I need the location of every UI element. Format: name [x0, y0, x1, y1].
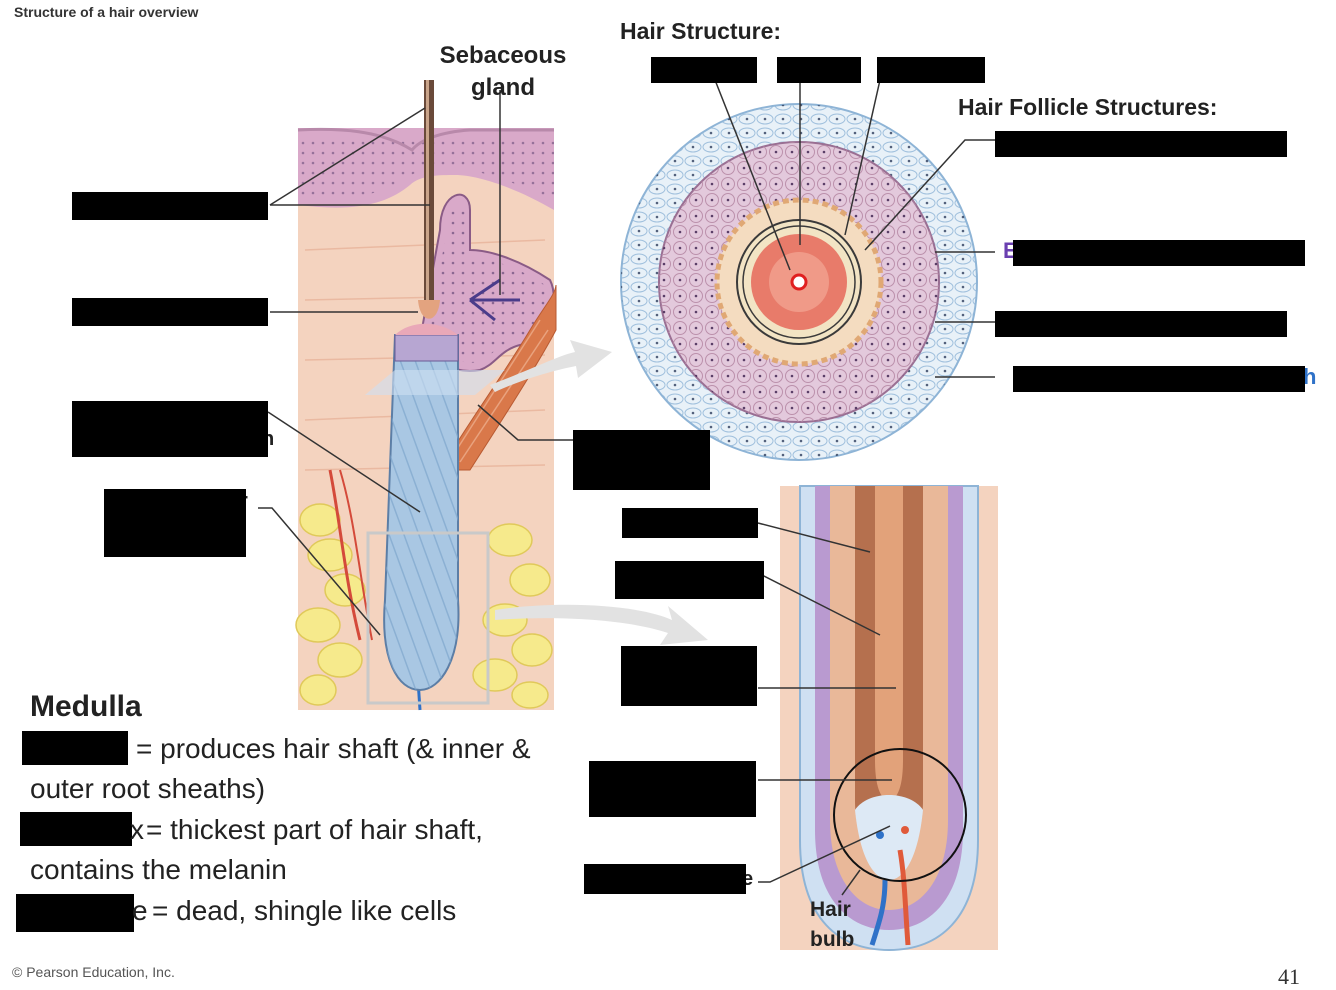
redacted-label-box: [777, 57, 861, 83]
copyright-notice: © Pearson Education, Inc.: [12, 964, 175, 980]
slide-title: Structure of a hair overview: [14, 4, 199, 20]
notes-line-3-fragment: x: [130, 814, 144, 845]
redacted-term-box: [22, 731, 128, 765]
page-number: 41: [1278, 964, 1300, 989]
partial-text-root: e: [742, 868, 754, 890]
hair-structure-title: Hair Structure:: [620, 18, 782, 44]
redacted-label-box: [877, 57, 985, 83]
notes-line-4: contains the melanin: [30, 854, 287, 885]
redacted-label-box: [72, 298, 268, 326]
redacted-label-box: [104, 489, 246, 557]
redacted-label-box: [995, 131, 1287, 157]
adipose-tissue: [295, 503, 553, 709]
redacted-label-box: [584, 864, 746, 894]
notes-line-2: outer root sheaths): [30, 773, 266, 804]
notes-heading: Medulla: [30, 690, 142, 723]
redacted-term-box: [16, 894, 134, 932]
redacted-label-box: [589, 761, 756, 817]
redacted-label-box: [615, 561, 764, 599]
notes-line-1: = produces hair shaft (& inner &: [136, 733, 531, 764]
longitudinal-section-diagram: [780, 485, 998, 952]
redacted-label-box: [622, 508, 758, 538]
notes-line-5: = dead, shingle like cells: [152, 895, 457, 926]
redacted-term-box: [20, 812, 132, 846]
hair-bulb-label: Hair bulb: [810, 898, 855, 951]
notes-line-3: = thickest part of hair shaft,: [146, 814, 483, 845]
sebaceous-gland-label: Sebaceous gland: [439, 42, 567, 101]
redacted-label-box: [72, 401, 268, 457]
redacted-label-box: [573, 430, 710, 490]
redacted-label-box: [995, 311, 1287, 337]
redacted-label-box: [1013, 366, 1305, 392]
partial-text-blue: h: [1303, 364, 1317, 389]
cross-section-diagram: [620, 103, 978, 461]
redacted-label-box: [72, 192, 268, 220]
follicle-structures-title: Hair Follicle Structures:: [958, 94, 1218, 120]
notes-line-5-fragment: e: [132, 895, 148, 926]
redacted-label-box: [621, 646, 757, 706]
redacted-label-box: [651, 57, 757, 83]
redacted-label-box: [1013, 240, 1305, 266]
